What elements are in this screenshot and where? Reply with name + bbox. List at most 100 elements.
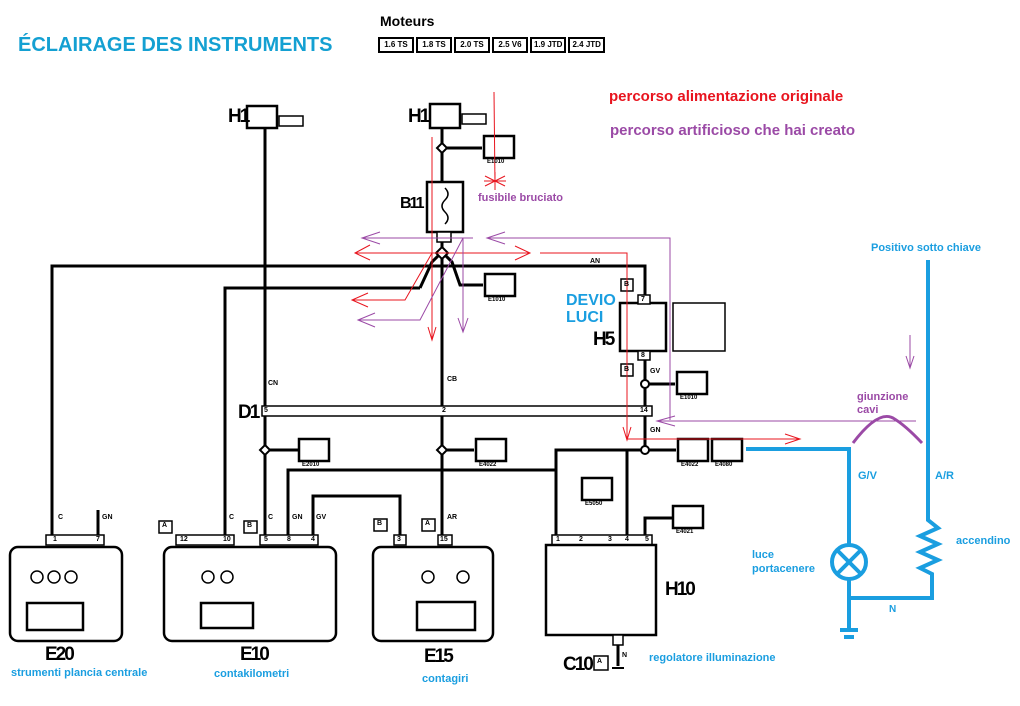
h5-switch-drawing — [672, 302, 726, 352]
h5-pin-label: 7 — [641, 296, 645, 303]
e10-pin-label: 8 — [287, 536, 291, 543]
red-path-diag — [352, 252, 433, 301]
wire-e10-pin4 — [311, 494, 402, 538]
e15-pin-15 — [437, 534, 453, 546]
h5-pin-7 — [637, 294, 651, 305]
connector-tag: A — [597, 658, 603, 665]
blue-wire-gv — [746, 447, 851, 545]
engine-badge: 2.0 TS — [454, 37, 490, 53]
e20-bulb-2 — [47, 570, 61, 584]
e10-pin-label: 5 — [264, 536, 268, 543]
connector-tag: B — [247, 522, 253, 529]
h10-caption: regolatore illuminazione — [649, 652, 776, 664]
wire-ar-label: A/R — [935, 470, 954, 482]
e10-code: E10 — [240, 644, 270, 665]
h10-connector — [551, 534, 653, 546]
blown-fuse-star — [484, 172, 506, 190]
lighter-resistor-icon — [915, 260, 943, 580]
wire-code: GV — [316, 514, 327, 521]
d1-pin-label: 2 — [442, 407, 446, 414]
purple-arrow-left-3 — [356, 312, 376, 328]
splice-ref: E4080 — [715, 462, 733, 468]
engine-badge: 2.5 V6 — [492, 37, 528, 53]
e4080-box — [710, 437, 744, 463]
e4021-box — [671, 504, 705, 530]
e10-connector-a — [175, 534, 235, 546]
e1010-mid-box — [483, 272, 517, 298]
e10-instrument-block — [158, 520, 338, 643]
h10-pin-label: 5 — [645, 536, 649, 543]
e20-bulb-1 — [30, 570, 44, 584]
e15-pin-3 — [393, 534, 407, 546]
purple-arrow-left-4 — [655, 415, 676, 427]
wire-gv-label: G/V — [858, 470, 877, 482]
e10-bulb-2 — [220, 570, 234, 584]
h1-left-box — [245, 104, 279, 130]
h1-left-code: H1 — [228, 106, 250, 127]
lighter-label: accendino — [956, 535, 1011, 547]
fuse-symbol — [441, 187, 449, 225]
e10-tag-a — [158, 520, 173, 534]
d1-connector-strip — [261, 405, 653, 417]
e15-tag-b — [373, 518, 388, 532]
cable-junction-arc — [851, 415, 924, 445]
wire-h10-e4021 — [643, 516, 672, 538]
b11-code: B11 — [400, 195, 425, 212]
lamp-cross-2 — [835, 548, 863, 576]
legend-artificial-path: percorso artificioso che hai creato — [610, 122, 856, 139]
splice-ref-boxes — [297, 134, 744, 530]
light-switch-label: DEVIO LUCI — [566, 292, 616, 326]
e15-code: E15 — [424, 646, 454, 667]
h5-code: H5 — [593, 329, 615, 350]
splice-h5-e4022 — [640, 445, 650, 455]
wire-e10-feed — [223, 286, 420, 538]
b11-fuse-box — [425, 180, 465, 243]
wire-code: GN — [650, 427, 661, 434]
e15-bulb-1 — [421, 570, 435, 584]
purple-arrow-left — [360, 231, 381, 245]
e20-bulb-3 — [64, 570, 78, 584]
wire-code: CN — [268, 380, 279, 387]
wire-code: C — [58, 514, 64, 521]
red-path-to-fuse — [493, 91, 496, 186]
wire-code: GN — [102, 514, 113, 521]
wire-top-bus — [50, 264, 647, 538]
e5050-box — [580, 476, 614, 502]
e15-module — [415, 600, 477, 632]
h10-regulator-block — [544, 534, 658, 671]
e1010-top-box — [482, 134, 516, 160]
red-original-path — [350, 91, 802, 445]
h10-pin-4 — [612, 634, 624, 646]
e20-pin-label: 7 — [96, 536, 100, 543]
wire-code: GV — [650, 368, 661, 375]
e10-pin-label: 10 — [223, 536, 231, 543]
e15-pin-label: 3 — [397, 536, 401, 543]
red-arrow-right — [514, 245, 532, 261]
e20-module — [25, 601, 85, 632]
e10-pin-label: 4 — [311, 536, 315, 543]
blown-fuse-label: fusibile bruciato — [478, 192, 563, 204]
splice-e4022 — [435, 443, 449, 457]
e10-tag-b — [243, 520, 258, 534]
e20-instrument-block — [8, 534, 124, 643]
wire-code: C — [229, 514, 235, 521]
wire-e4022-bus — [554, 448, 676, 538]
purple-diag — [358, 237, 464, 321]
h5-pin-label: 8 — [641, 352, 645, 359]
connector-tag: B — [624, 281, 630, 288]
h1-right-code: H1 — [408, 106, 430, 127]
red-arrow-left-2 — [350, 292, 369, 308]
red-path-to-h5 — [540, 252, 628, 440]
splice-ref: E1010 — [487, 159, 505, 165]
purple-arrow-down-2 — [905, 355, 915, 370]
h5-light-switch — [618, 278, 726, 377]
d1-code: D1 — [238, 402, 260, 423]
red-arrow-down-2 — [622, 426, 632, 442]
splice-points — [258, 141, 650, 457]
wire-code: AR — [447, 514, 458, 521]
wire-code: N — [622, 652, 628, 659]
positive-under-key-label: Positivo sotto chiave — [871, 242, 982, 254]
wire-code: C — [268, 514, 274, 521]
e20-code: E20 — [45, 644, 75, 665]
connector-tag: A — [162, 522, 168, 529]
